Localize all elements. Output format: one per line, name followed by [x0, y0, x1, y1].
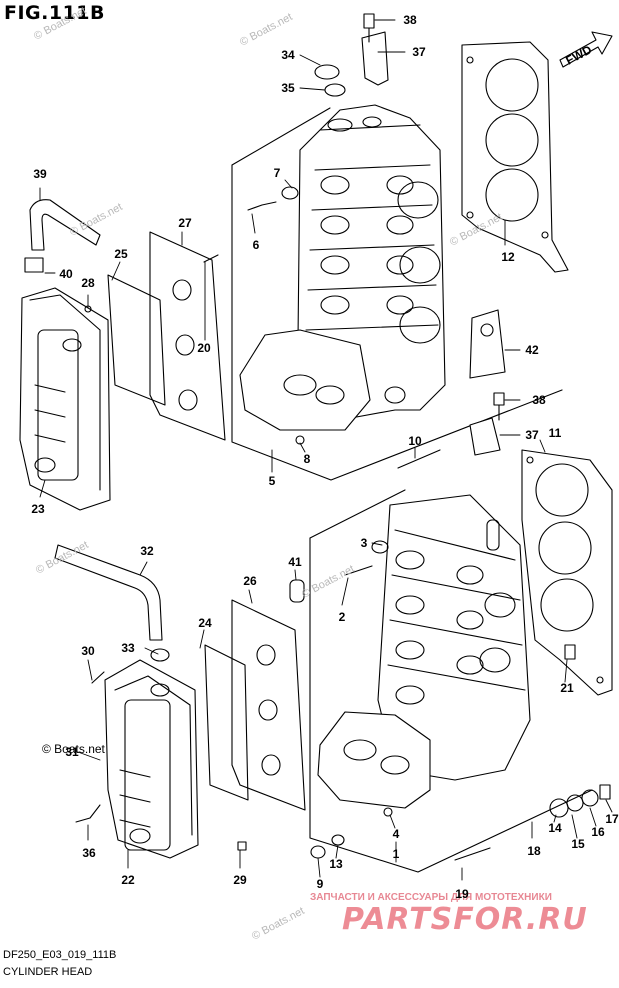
callout-24[interactable]: 24	[198, 616, 212, 630]
lower-cover-gasket	[231, 599, 306, 811]
callout-39[interactable]: 39	[33, 167, 47, 181]
callout-6[interactable]: 6	[252, 238, 260, 252]
callout-31[interactable]: 31	[65, 745, 79, 759]
callout-15[interactable]: 15	[571, 837, 585, 851]
callout-3[interactable]: 3	[360, 536, 368, 550]
lower-head-gasket	[521, 449, 613, 696]
callout-18[interactable]: 18	[527, 844, 541, 858]
lifting-bracket-42	[469, 309, 506, 379]
upper-cylinder-cover	[19, 287, 111, 511]
callout-13[interactable]: 13	[329, 857, 343, 871]
callout-37-lower[interactable]: 37	[525, 428, 539, 442]
bolt-parts	[24, 13, 611, 861]
callout-40[interactable]: 40	[59, 267, 73, 281]
upper-cover-plate	[107, 274, 166, 406]
lower-assembly-frame	[309, 489, 593, 873]
callout-21[interactable]: 21	[560, 681, 574, 695]
callout-38-lower[interactable]: 38	[532, 393, 546, 407]
callout-2[interactable]: 2	[338, 610, 346, 624]
callout-34[interactable]: 34	[281, 48, 295, 62]
upper-hose	[29, 199, 101, 251]
callout-32[interactable]: 32	[140, 544, 154, 558]
callout-42[interactable]: 42	[525, 343, 539, 357]
callout-23[interactable]: 23	[31, 502, 45, 516]
callout-7[interactable]: 7	[273, 166, 281, 180]
callout-38-upper[interactable]: 38	[403, 13, 417, 27]
upper-bracket	[361, 31, 389, 86]
callout-22[interactable]: 22	[121, 873, 135, 887]
callout-11[interactable]: 11	[548, 426, 562, 440]
callout-30[interactable]: 30	[81, 644, 95, 658]
callout-16[interactable]: 16	[591, 825, 605, 839]
parts-logo: PARTSFOR.RU	[342, 902, 588, 937]
callout-28[interactable]: 28	[81, 276, 95, 290]
callout-33[interactable]: 33	[121, 641, 135, 655]
callout-26[interactable]: 26	[243, 574, 257, 588]
leader-lines	[39, 19, 613, 881]
callout-29[interactable]: 29	[233, 873, 247, 887]
callout-25[interactable]: 25	[114, 247, 128, 261]
lower-cylinder-head	[317, 494, 531, 809]
figure-title: FIG.111B	[4, 2, 106, 24]
diagram-caption: CYLINDER HEAD	[3, 966, 93, 978]
upper-cover-gasket	[149, 231, 226, 441]
lower-hose	[54, 544, 163, 641]
callout-4[interactable]: 4	[392, 827, 400, 841]
callout-10[interactable]: 10	[408, 434, 422, 448]
upper-head-gasket	[461, 41, 569, 273]
callout-35[interactable]: 35	[281, 81, 295, 95]
lower-bracket	[469, 417, 501, 456]
callout-41[interactable]: 41	[288, 555, 302, 569]
callout-9[interactable]: 9	[316, 877, 324, 891]
upper-assembly-frame	[231, 107, 563, 481]
callout-20[interactable]: 20	[197, 341, 211, 355]
watermark-boats-brand: © Boats.net	[42, 742, 105, 756]
callout-19[interactable]: 19	[455, 887, 469, 901]
callout-27[interactable]: 27	[178, 216, 192, 230]
diagram-code: DF250_E03_019_111B	[3, 949, 117, 961]
callout-14[interactable]: 14	[548, 821, 562, 835]
lower-cover-plate	[204, 644, 249, 801]
parts-tagline: ЗАПЧАСТИ И АКСЕССУАРЫ ДЛЯ МОТОТЕХНИКИ	[310, 892, 552, 903]
callout-1[interactable]: 1	[392, 847, 400, 861]
callout-37-upper[interactable]: 37	[412, 45, 426, 59]
callout-8[interactable]: 8	[303, 452, 311, 466]
callout-17[interactable]: 17	[605, 812, 619, 826]
lower-cylinder-cover	[104, 659, 199, 859]
callout-36[interactable]: 36	[82, 846, 96, 860]
callout-5[interactable]: 5	[268, 474, 276, 488]
upper-cylinder-head	[239, 104, 446, 431]
callout-12[interactable]: 12	[501, 250, 515, 264]
fwd-arrow-icon	[559, 31, 613, 68]
